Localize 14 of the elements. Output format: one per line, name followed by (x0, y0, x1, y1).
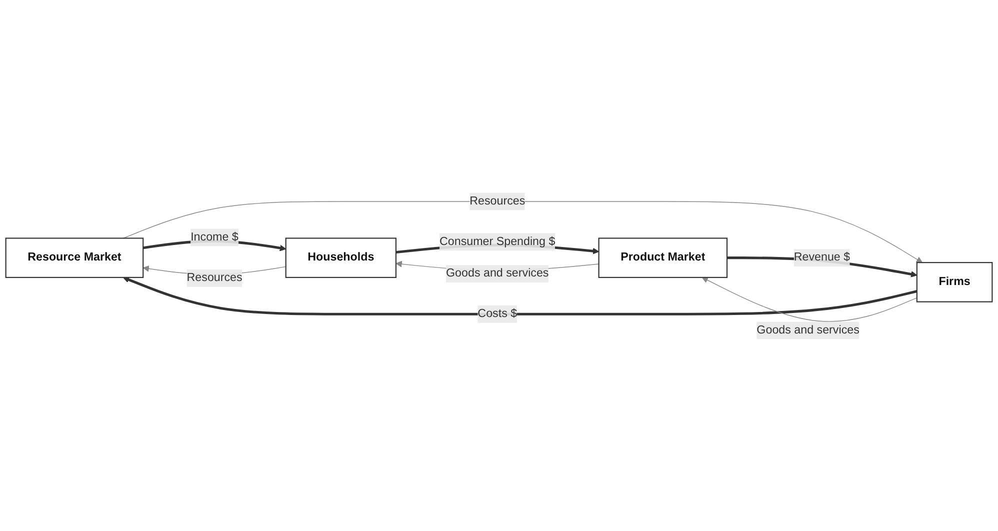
edge-label: Goods and services (446, 266, 549, 280)
arrow (122, 276, 918, 315)
node-box: Resource Market (5, 237, 144, 278)
edge-label: Consumer Spending $ (440, 234, 556, 248)
node-box: Firms (916, 262, 993, 302)
node-box: Product Market (598, 237, 728, 278)
edge-label: Costs $ (478, 307, 518, 320)
edge-label: Goods and services (756, 323, 860, 336)
node-box: Households (285, 237, 396, 278)
edge-label: Income $ (190, 230, 238, 243)
edge-label: Resources (470, 194, 526, 207)
edge-label: Revenue $ (794, 250, 850, 264)
edge-label: Resources (186, 271, 242, 284)
arrow (702, 276, 918, 322)
